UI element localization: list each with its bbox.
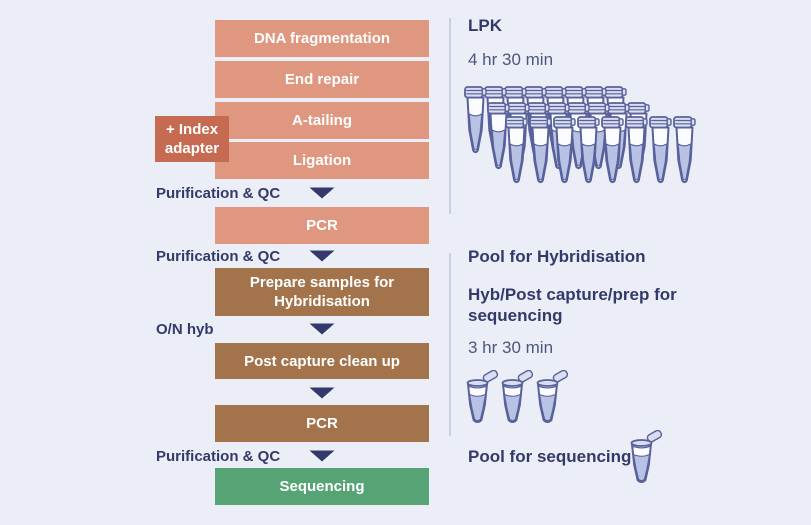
section-divider-line	[449, 18, 451, 214]
closed-sample-tube-icon	[529, 114, 552, 184]
open-sample-tube-icon	[464, 370, 500, 426]
hyb-post-capture-subtitle: Hyb/Post capture/prep for sequencing	[468, 285, 677, 325]
flow-step-pcr-2: PCR	[215, 405, 429, 442]
pool-for-sequencing-label: Pool for sequencing	[468, 447, 632, 466]
closed-sample-tube-icon	[487, 100, 510, 170]
transition-label-purification-qc-1: Purification & QC	[156, 185, 281, 202]
open-sample-tube-icon	[499, 370, 535, 426]
hyb-duration: 3 hr 30 min	[468, 338, 554, 357]
closed-sample-tube-icon	[505, 114, 528, 184]
down-arrow-icon	[309, 450, 335, 462]
flow-step-sequencing: Sequencing	[215, 468, 429, 505]
transition-label-on-hyb: O/N hyb	[156, 321, 214, 338]
open-sample-tube-icon	[628, 430, 664, 486]
closed-sample-tube-icon	[673, 114, 696, 184]
closed-sample-tube-icon	[601, 114, 624, 184]
down-arrow-icon	[309, 323, 335, 335]
transition-label-purification-qc-3: Purification & QC	[156, 448, 281, 465]
lpk-title: LPK	[468, 16, 502, 35]
flow-step-prepare-hybridisation: Prepare samples for Hybridisation	[215, 268, 429, 316]
closed-sample-tube-icon	[464, 84, 487, 154]
index-adapter-box: + Index adapter	[155, 116, 229, 162]
closed-sample-tube-icon	[625, 114, 648, 184]
closed-sample-tube-icon	[577, 114, 600, 184]
open-sample-tube-icon	[534, 370, 570, 426]
flow-step-post-capture-clean-up: Post capture clean up	[215, 343, 429, 379]
flow-step-ligation: Ligation	[215, 142, 429, 179]
flow-step-a-tailing: A-tailing	[215, 102, 429, 139]
lpk-duration: 4 hr 30 min	[468, 50, 554, 69]
closed-sample-tube-icon	[649, 114, 672, 184]
section-divider-line	[449, 253, 451, 436]
flow-step-dna-fragmentation: DNA fragmentation	[215, 20, 429, 57]
down-arrow-icon	[309, 187, 335, 199]
flow-step-end-repair: End repair	[215, 61, 429, 98]
closed-sample-tube-icon	[553, 114, 576, 184]
pool-hybridisation-title: Pool for Hybridisation	[468, 247, 646, 266]
down-arrow-icon	[309, 387, 335, 399]
flow-step-pcr-1: PCR	[215, 207, 429, 244]
down-arrow-icon	[309, 250, 335, 262]
transition-label-purification-qc-2: Purification & QC	[156, 248, 281, 265]
